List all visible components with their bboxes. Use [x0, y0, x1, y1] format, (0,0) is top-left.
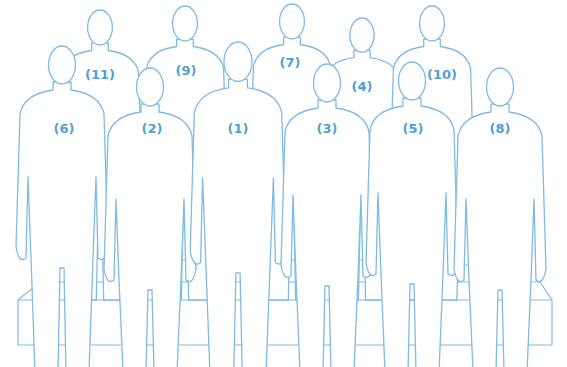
callout-number: (2) [142, 121, 163, 136]
callout-number: (8) [490, 121, 511, 136]
callout-number: (10) [427, 67, 457, 82]
callout-number: (1) [228, 121, 249, 136]
callout-number: (3) [317, 121, 338, 136]
person-silhouette [104, 68, 196, 367]
callout-number: (5) [403, 121, 424, 136]
callout-number: (9) [176, 63, 197, 78]
callout-number: (4) [352, 79, 373, 94]
callout-number: (6) [54, 121, 75, 136]
callout-number: (7) [280, 55, 301, 70]
person-silhouette [16, 46, 108, 367]
person-silhouette [190, 42, 286, 367]
person-silhouette [281, 64, 373, 367]
callout-number: (11) [85, 67, 115, 82]
person-silhouette [366, 62, 458, 367]
person-silhouette [454, 68, 546, 367]
